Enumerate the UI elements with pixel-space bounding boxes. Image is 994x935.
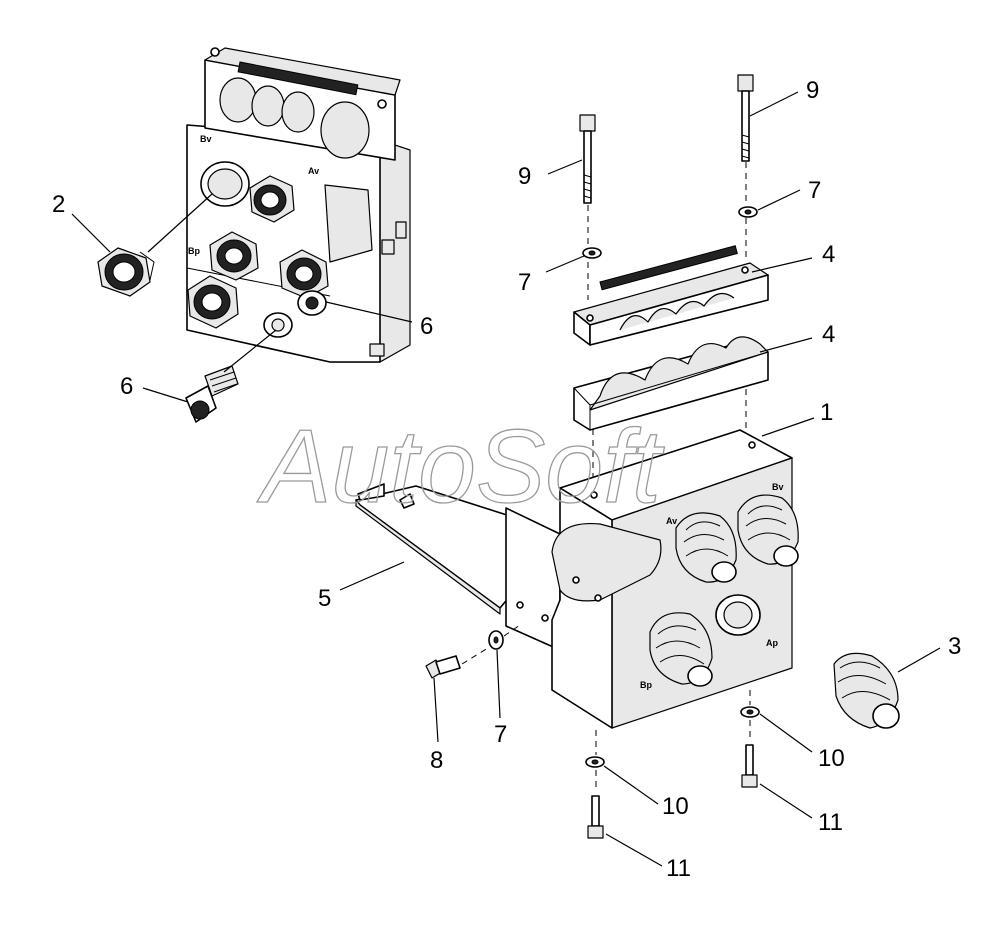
fitting-av-manifold bbox=[675, 512, 737, 583]
washer-7-upper-left bbox=[582, 247, 602, 259]
washer-7-upper-right bbox=[738, 206, 758, 218]
fitting-lower-left bbox=[187, 275, 239, 329]
callout-3: 3 bbox=[948, 633, 961, 660]
fitting-bp-upper bbox=[209, 231, 259, 281]
callout-9-right: 9 bbox=[806, 77, 819, 104]
port-label-bp-bottom: Bp bbox=[640, 680, 652, 690]
port-label-av-top: Av bbox=[308, 166, 319, 176]
washer-10-left bbox=[585, 756, 605, 768]
port-label-bp-top: Bp bbox=[188, 246, 200, 256]
callout-6-right: 6 bbox=[420, 313, 433, 340]
callout-7-lower: 7 bbox=[494, 721, 507, 748]
callout-10-right: 10 bbox=[818, 745, 845, 772]
callout-8: 8 bbox=[430, 747, 443, 774]
fitting-ap-upper bbox=[279, 249, 329, 299]
callout-11-right: 11 bbox=[818, 809, 843, 836]
part-4-upper-clamp bbox=[573, 245, 769, 346]
callout-1: 1 bbox=[820, 399, 833, 426]
valve-side-window bbox=[324, 184, 373, 263]
bolt-11-right bbox=[741, 744, 758, 788]
callout-6-left: 6 bbox=[120, 373, 133, 400]
callout-9-left: 9 bbox=[518, 163, 531, 190]
callout-7-upper-right: 7 bbox=[808, 177, 821, 204]
port-label-bv-bottom: Bv bbox=[772, 482, 784, 492]
fitting-bp-manifold bbox=[649, 612, 713, 687]
port-label-av-bottom: Av bbox=[666, 516, 677, 526]
bolt-11-left bbox=[587, 795, 604, 839]
fitting-av-upper bbox=[249, 175, 295, 223]
part-2-plug-fitting bbox=[97, 247, 155, 297]
top-clamp-label bbox=[237, 61, 359, 96]
callout-numbers: 2 6 6 9 9 7 7 4 4 1 5 3 8 7 10 10 11 11 bbox=[52, 77, 961, 882]
leader-lines bbox=[71, 91, 941, 867]
washer-7-lower bbox=[488, 630, 504, 650]
washer-10-right bbox=[740, 706, 760, 718]
callout-4-lower: 4 bbox=[822, 321, 835, 348]
callout-7-upper-left: 7 bbox=[518, 269, 531, 296]
part-6-banjo-bolt bbox=[185, 365, 239, 423]
callout-5: 5 bbox=[318, 585, 331, 612]
bolt-9-left bbox=[579, 114, 596, 204]
callout-2: 2 bbox=[52, 191, 65, 218]
fitting-bv-manifold bbox=[737, 494, 799, 567]
bolt-9-right bbox=[737, 74, 754, 162]
watermark-text: AutoSoft bbox=[256, 409, 665, 525]
part-8-bolt bbox=[425, 655, 461, 679]
part-5-bracket bbox=[355, 483, 561, 651]
port-label-bv-top: Bv bbox=[200, 134, 212, 144]
part-1-manifold-block: Av Bv Ap Bp bbox=[551, 429, 799, 729]
port-label-ap-bottom: Ap bbox=[766, 638, 778, 648]
part-3-elbow-fitting bbox=[833, 652, 900, 729]
callout-11-left: 11 bbox=[666, 855, 691, 882]
callout-10-left: 10 bbox=[662, 793, 689, 820]
callout-4-upper: 4 bbox=[822, 241, 835, 268]
part-4-lower-clamp bbox=[573, 336, 769, 431]
banjo-fitting-upper bbox=[263, 290, 327, 338]
upper-valve-assembly: Bv Av Bp bbox=[186, 47, 411, 363]
